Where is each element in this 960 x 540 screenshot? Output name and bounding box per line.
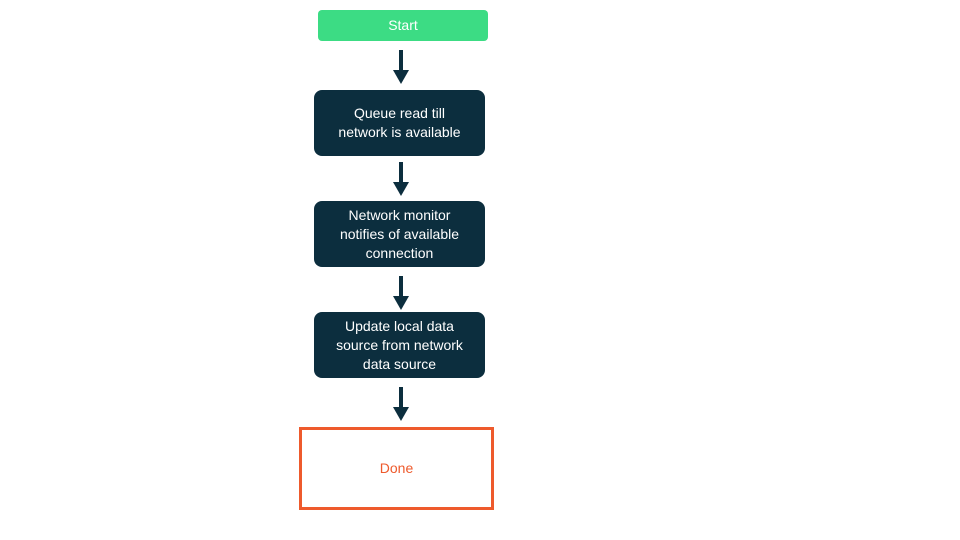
node-done: Done (299, 427, 494, 510)
arrow-down-icon (393, 387, 409, 421)
node-queue-read: Queue read till network is available (314, 90, 485, 156)
arrow-down-icon (393, 276, 409, 310)
arrow-down-icon (393, 162, 409, 196)
arrow-down-icon (393, 50, 409, 84)
node-update-data-source: Update local data source from network da… (314, 312, 485, 378)
node-start: Start (318, 10, 488, 41)
node-network-monitor: Network monitor notifies of available co… (314, 201, 485, 267)
